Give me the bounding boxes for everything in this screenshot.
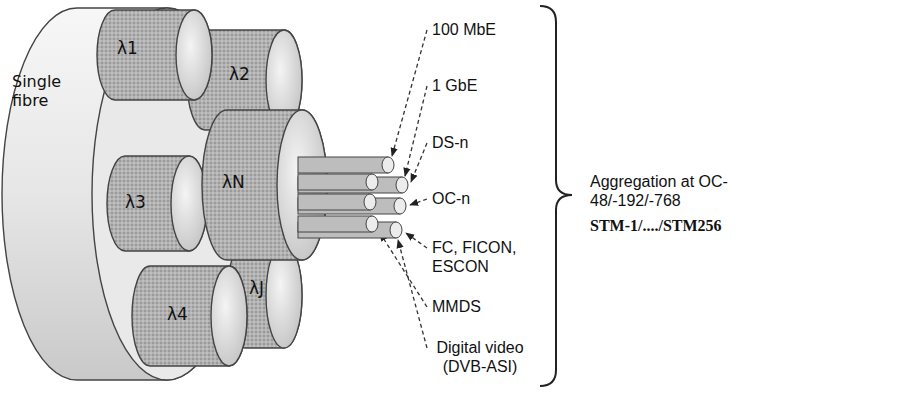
- wavelength-label: λN: [222, 172, 245, 192]
- fibre-body: [298, 174, 372, 190]
- leader-line: [380, 233, 427, 307]
- wavelength-label: λ2: [229, 64, 250, 84]
- service-label: 1 GbE: [432, 76, 477, 95]
- small-fibre: [298, 157, 394, 173]
- fibre-cylinder: Single fibreλ1λ2λ3λNλ4λJ: [2, 8, 242, 380]
- service-label: FC, FICON, ESCON: [432, 238, 528, 276]
- leader-line: [398, 240, 427, 348]
- cylinder-outline: [97, 10, 212, 100]
- cylinder-body: [227, 243, 302, 348]
- wavelength-cylinder: λN: [202, 110, 327, 260]
- small-fibre: [298, 174, 378, 190]
- leader-line: [405, 86, 427, 176]
- service-label: 100 MbE: [432, 20, 496, 39]
- service-label: MMDS: [432, 297, 481, 316]
- curly-bracket: [540, 6, 572, 386]
- small-fibre: [298, 216, 378, 232]
- cylinder-body: [132, 266, 247, 366]
- fibre-end: [382, 157, 394, 173]
- service-label: Digital video (DVB-ASI): [424, 338, 536, 376]
- fibre-body: [298, 216, 372, 232]
- leader-line: [411, 143, 427, 182]
- fibre-end: [390, 222, 402, 238]
- cylinder-outline: [107, 156, 207, 251]
- fibre-end: [366, 174, 378, 190]
- wavelength-cylinder: λ4: [132, 266, 247, 366]
- wavelength-label: λ3: [125, 192, 146, 212]
- aggregation-label: Aggregation at OC-48/-192/-768: [590, 172, 740, 210]
- fibre-label: Single fibre: [12, 72, 74, 110]
- cylinder-outline: [132, 266, 247, 366]
- leader-line: [392, 30, 427, 156]
- service-label: DS-n: [432, 133, 468, 152]
- fibre-end: [366, 216, 378, 232]
- leader-line: [406, 233, 427, 248]
- cylinder-body: [97, 10, 212, 100]
- wavelength-label: λ4: [167, 304, 188, 324]
- cylinder-body: [107, 156, 207, 251]
- cylinder-end-face: [266, 243, 302, 348]
- service-label: OC-n: [432, 189, 470, 208]
- cylinder-end-face: [211, 266, 247, 366]
- leader-line: [410, 199, 427, 205]
- wavelength-cylinder: λ1: [97, 10, 212, 100]
- fibre-end: [364, 194, 376, 210]
- fibre-end: [396, 177, 408, 193]
- fibre-body: [298, 157, 388, 173]
- fibre-end: [394, 198, 406, 214]
- wavelength-cylinder: λ3: [107, 156, 207, 251]
- fibre-body: [298, 194, 370, 210]
- aggregation-label: STM-1/..../STM256: [590, 216, 722, 235]
- cylinder-end-face: [176, 10, 212, 100]
- cylinder-end-face: [171, 156, 207, 251]
- wavelength-label: λ1: [117, 38, 138, 58]
- fibre-bundle: [298, 157, 408, 238]
- cylinder-outline: [202, 110, 327, 260]
- small-fibre: [298, 194, 376, 210]
- wavelength-label: λJ: [249, 278, 264, 298]
